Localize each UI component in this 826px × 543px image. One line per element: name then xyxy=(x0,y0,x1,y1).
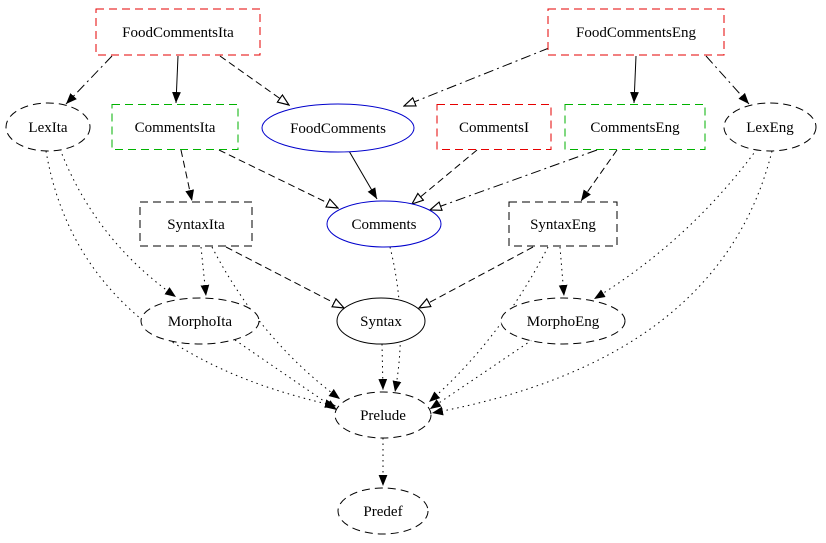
edge-SyntaxIta-Prelude xyxy=(211,246,341,400)
node-label-Syntax: Syntax xyxy=(360,314,402,330)
edge-SyntaxEng-MorphoEng xyxy=(558,246,568,297)
node-shape-SyntaxIta xyxy=(139,201,253,247)
edge-MorphoIta-Prelude xyxy=(234,339,338,411)
node-shape-LexIta xyxy=(5,102,91,152)
node-Prelude: Prelude xyxy=(334,391,432,439)
node-FoodComments: FoodComments xyxy=(261,103,415,153)
node-shape-CommentsIta xyxy=(111,104,239,150)
node-label-Prelude: Prelude xyxy=(360,408,406,424)
node-label-FoodCommentsEng: FoodCommentsEng xyxy=(576,25,697,41)
node-shape-Syntax xyxy=(336,297,426,345)
node-shape-MorphoEng xyxy=(500,297,626,345)
edge-FoodComments-Comments xyxy=(348,150,378,200)
edge-LexEng-MorphoEng xyxy=(593,148,758,300)
node-CommentsIta: CommentsIta xyxy=(111,104,239,150)
node-FoodCommentsEng: FoodCommentsEng xyxy=(547,8,725,56)
edge-LexIta-Prelude xyxy=(45,150,337,408)
node-shape-SyntaxEng xyxy=(508,201,618,247)
edge-CommentsEng-SyntaxEng xyxy=(580,149,618,202)
node-label-Comments: Comments xyxy=(351,217,416,233)
node-label-LexEng: LexEng xyxy=(746,120,794,136)
node-FoodCommentsIta: FoodCommentsIta xyxy=(95,8,261,56)
edge-SyntaxIta-MorphoIta xyxy=(200,246,210,297)
edge-FoodCommentsEng-FoodComments xyxy=(404,47,550,106)
node-Predef: Predef xyxy=(337,487,429,535)
edge-SyntaxIta-Syntax xyxy=(225,246,344,308)
node-shape-LexEng xyxy=(723,102,817,152)
node-label-MorphoIta: MorphoIta xyxy=(168,314,232,330)
node-shape-CommentsEng xyxy=(564,104,706,150)
node-shape-FoodCommentsEng xyxy=(547,8,725,56)
node-shape-CommentsI xyxy=(436,104,552,150)
edge-CommentsI-Comments xyxy=(412,149,478,204)
node-shape-FoodCommentsIta xyxy=(95,8,261,56)
node-label-SyntaxIta: SyntaxIta xyxy=(167,217,225,233)
node-label-FoodComments: FoodComments xyxy=(290,121,386,137)
edge-LexEng-Prelude xyxy=(431,150,773,416)
node-label-LexIta: LexIta xyxy=(28,120,67,136)
edge-SyntaxEng-Syntax xyxy=(419,246,534,308)
node-MorphoEng: MorphoEng xyxy=(500,297,626,345)
edge-CommentsEng-Comments xyxy=(430,149,598,210)
edge-CommentsIta-SyntaxIta xyxy=(180,149,194,202)
node-label-Predef: Predef xyxy=(363,504,402,520)
edge-MorphoEng-Prelude xyxy=(429,339,533,410)
edges-layer xyxy=(45,47,773,486)
node-Comments: Comments xyxy=(326,200,442,248)
node-Syntax: Syntax xyxy=(336,297,426,345)
node-LexEng: LexEng xyxy=(723,102,817,152)
edge-CommentsIta-Comments xyxy=(218,149,338,208)
edge-FoodCommentsIta-CommentsIta xyxy=(172,55,181,104)
node-label-CommentsI: CommentsI xyxy=(459,120,529,136)
edge-FoodCommentsEng-CommentsEng xyxy=(630,55,639,104)
node-MorphoIta: MorphoIta xyxy=(140,297,260,345)
node-CommentsI: CommentsI xyxy=(436,104,552,150)
node-shape-MorphoIta xyxy=(140,297,260,345)
node-shape-Comments xyxy=(326,200,442,248)
node-LexIta: LexIta xyxy=(5,102,91,152)
node-label-MorphoEng: MorphoEng xyxy=(527,314,600,330)
edge-FoodCommentsIta-FoodComments xyxy=(219,55,289,105)
node-label-FoodCommentsIta: FoodCommentsIta xyxy=(122,25,234,41)
edge-FoodCommentsIta-LexIta xyxy=(65,55,113,105)
node-shape-Prelude xyxy=(334,391,432,439)
edge-Comments-Prelude xyxy=(389,246,402,393)
edge-Syntax-Prelude xyxy=(378,343,388,391)
node-SyntaxIta: SyntaxIta xyxy=(139,201,253,247)
node-label-SyntaxEng: SyntaxEng xyxy=(530,217,596,233)
node-shape-FoodComments xyxy=(261,103,415,153)
node-shape-Predef xyxy=(337,487,429,535)
node-label-CommentsEng: CommentsEng xyxy=(590,120,680,136)
edge-FoodCommentsEng-LexEng xyxy=(705,55,750,105)
node-label-CommentsIta: CommentsIta xyxy=(135,120,216,136)
edge-LexIta-MorphoIta xyxy=(59,148,177,298)
node-CommentsEng: CommentsEng xyxy=(564,104,706,150)
node-SyntaxEng: SyntaxEng xyxy=(508,201,618,247)
